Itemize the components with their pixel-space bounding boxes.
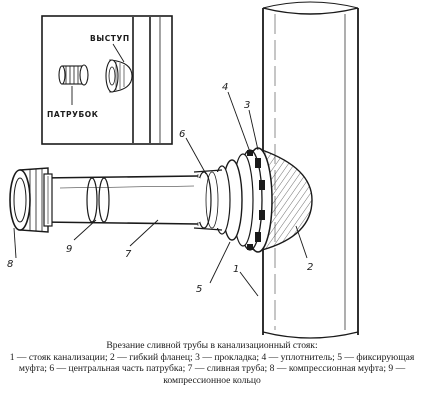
caption-legend: 1 — стояк канализации; 2 — гибкий фланец… xyxy=(8,352,416,387)
legend-item-9: 9 — компрессионное кольцо xyxy=(163,363,406,386)
pipe-insertion-diagram: ВЫСТУП ПАТРУБОК xyxy=(7,1,359,339)
legend-item-3: 3 — прокладка; xyxy=(195,351,260,363)
legend-item-5: 5 — фиксирующая муфта; xyxy=(18,351,415,375)
caption-title: Врезание сливной трубы в канализационный… xyxy=(106,340,318,351)
callout-1: 1 xyxy=(233,264,239,275)
figure-caption: Врезание сливной трубы в канализационный… xyxy=(8,340,416,386)
inset-protrusion-label: ВЫСТУП xyxy=(90,34,130,43)
callout-6: 6 xyxy=(179,129,185,140)
inset-protrusion xyxy=(105,43,133,93)
legend-item-2: 2 — гибкий фланец; xyxy=(110,351,193,363)
inset-nipple-label: ПАТРУБОК xyxy=(47,110,99,119)
drain-pipe xyxy=(39,175,200,225)
riser-pipe xyxy=(262,1,359,339)
compression-coupling xyxy=(9,167,53,233)
callouts: 1 2 3 4 5 6 7 8 9 xyxy=(7,82,313,295)
leader-lines xyxy=(13,91,308,297)
legend-item-1: 1 — стояк канализации; xyxy=(9,351,108,363)
legend-item-4: 4 — уплотнитель; xyxy=(261,351,335,363)
callout-4: 4 xyxy=(222,82,228,93)
callout-2: 2 xyxy=(307,262,313,273)
callout-9: 9 xyxy=(66,244,72,255)
legend-item-7: 7 — сливная труба; xyxy=(187,363,268,375)
legend-item-6: 6 — центральная часть патрубка; xyxy=(49,363,186,375)
callout-7: 7 xyxy=(125,249,132,260)
inset-nipple xyxy=(58,64,89,105)
flange-assembly xyxy=(193,147,313,253)
callout-3: 3 xyxy=(244,100,250,111)
legend-item-8: 8 — компрессионная муфта; xyxy=(269,363,386,375)
callout-8: 8 xyxy=(7,259,13,270)
inset-box: ВЫСТУП ПАТРУБОК xyxy=(41,15,173,145)
callout-5: 5 xyxy=(196,284,202,295)
